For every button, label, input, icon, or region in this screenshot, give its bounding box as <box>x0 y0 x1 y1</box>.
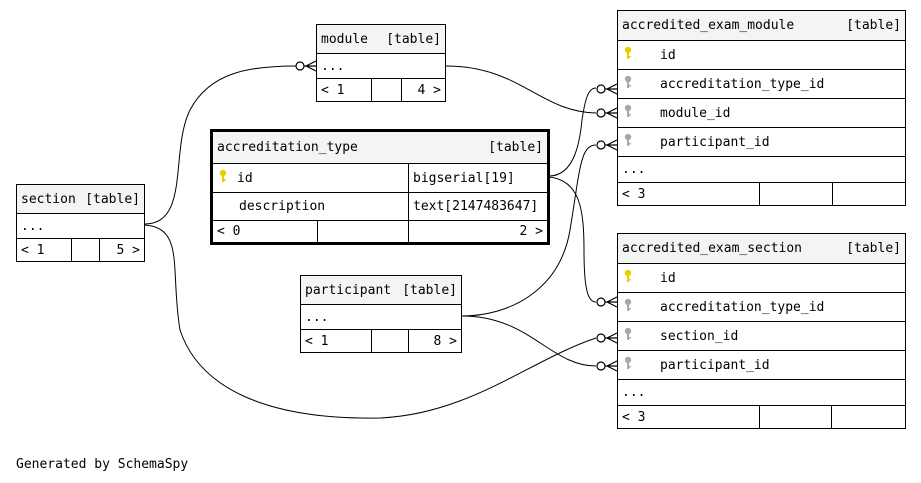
column-row-description: description text[2147483647] <box>213 193 547 221</box>
column-row-id: id <box>618 41 905 70</box>
nav-row: < 0 2 > <box>213 221 547 242</box>
nav-middle <box>72 239 100 261</box>
column-row-participant-id: participant_id <box>618 128 905 157</box>
edge-section-aes-section <box>144 224 597 419</box>
table-kind: [table] <box>402 282 457 298</box>
nav-row: < 1 5 > <box>17 239 144 261</box>
column-name: participant_id <box>660 357 770 373</box>
column-name: accreditation_type_id <box>660 299 825 315</box>
ellipsis: ... <box>321 58 345 74</box>
table-header: accredited_exam_section [table] <box>618 234 905 264</box>
nav-right[interactable]: 4 > <box>417 82 441 98</box>
ellipsis: ... <box>305 309 329 325</box>
column-row-section-id: section_id <box>618 322 905 351</box>
ellipsis-row: ... <box>301 305 461 330</box>
nav-left[interactable]: < 0 <box>213 221 318 242</box>
column-name: id <box>660 270 676 286</box>
nav-row: < 1 4 > <box>317 79 445 101</box>
table-header: section [table] <box>17 185 144 214</box>
ellipsis-row: ... <box>618 157 905 183</box>
table-accreditation-type[interactable]: accreditation_type [table] id bigserial[… <box>210 129 550 245</box>
ellipsis-row: ... <box>317 54 445 79</box>
foreign-key-icon <box>624 298 632 316</box>
table-name: accreditation_type <box>217 140 358 155</box>
edge-participant-aes-participant <box>461 315 597 367</box>
column-name: module_id <box>660 105 731 121</box>
edge-section-module <box>144 65 297 225</box>
nav-left[interactable]: < 3 <box>618 406 760 428</box>
column-name: id <box>660 47 676 63</box>
table-name: accredited_exam_module <box>622 18 795 33</box>
table-section[interactable]: section [table] ... < 1 5 > <box>16 184 145 262</box>
column-name: id <box>237 170 253 186</box>
column-name: section_id <box>660 328 739 344</box>
nav-left[interactable]: < 1 <box>301 330 372 352</box>
nav-middle <box>760 183 833 205</box>
edge-at-aem-at <box>548 87 597 177</box>
column-row-participant-id: participant_id <box>618 351 905 380</box>
ellipsis: ... <box>622 162 646 177</box>
column-row-accreditation-type-id: accreditation_type_id <box>618 293 905 322</box>
table-name: module <box>321 31 368 47</box>
table-header: accredited_exam_module [table] <box>618 11 905 41</box>
table-kind: [table] <box>386 31 441 47</box>
ellipsis: ... <box>622 385 646 400</box>
column-row-id: id bigserial[19] <box>213 164 547 193</box>
column-row-accreditation-type-id: accreditation_type_id <box>618 70 905 99</box>
column-type: bigserial[19] <box>413 170 515 186</box>
ellipsis-row: ... <box>618 380 905 406</box>
foreign-key-icon <box>624 104 632 122</box>
column-type: text[2147483647] <box>413 199 539 214</box>
nav-middle <box>372 330 409 352</box>
table-kind: [table] <box>85 191 140 207</box>
column-name: participant_id <box>660 134 770 150</box>
nav-middle <box>318 221 409 242</box>
foreign-key-icon <box>624 356 632 374</box>
table-name: accredited_exam_section <box>622 241 803 256</box>
table-name: section <box>21 191 76 207</box>
nav-left[interactable]: < 3 <box>618 183 760 205</box>
column-row-id: id <box>618 264 905 293</box>
nav-right[interactable] <box>833 183 905 205</box>
table-header: module [table] <box>317 25 445 54</box>
column-row-module-id: module_id <box>618 99 905 128</box>
table-kind: [table] <box>846 18 901 33</box>
nav-right[interactable]: 8 > <box>433 333 457 349</box>
nav-right[interactable] <box>832 406 905 428</box>
ellipsis-row: ... <box>17 214 144 239</box>
table-module[interactable]: module [table] ... < 1 4 > <box>316 24 446 102</box>
ellipsis: ... <box>21 218 45 234</box>
nav-middle <box>372 79 402 101</box>
nav-row: < 3 <box>618 406 905 428</box>
nav-left[interactable]: < 1 <box>17 239 72 261</box>
table-header: accreditation_type [table] <box>213 132 547 164</box>
table-kind: [table] <box>846 241 901 256</box>
table-accredited-exam-section[interactable]: accredited_exam_section [table] id accre… <box>617 233 906 429</box>
nav-right[interactable]: 5 > <box>116 242 140 258</box>
footer-generated-by: Generated by SchemaSpy <box>16 457 189 472</box>
nav-right[interactable]: 2 > <box>519 224 543 239</box>
table-header: participant [table] <box>301 276 461 305</box>
primary-key-icon <box>624 46 632 64</box>
foreign-key-icon <box>624 133 632 151</box>
foreign-key-icon <box>624 327 632 345</box>
edge-participant-aem-participant <box>461 144 597 317</box>
edge-at-aes-at <box>548 176 597 303</box>
table-name: participant <box>305 282 392 298</box>
table-participant[interactable]: participant [table] ... < 1 8 > <box>300 275 462 353</box>
foreign-key-icon <box>624 75 632 93</box>
nav-middle <box>760 406 832 428</box>
nav-row: < 1 8 > <box>301 330 461 352</box>
nav-row: < 3 <box>618 183 905 205</box>
table-kind: [table] <box>488 140 543 155</box>
table-accredited-exam-module[interactable]: accredited_exam_module [table] id accred… <box>617 10 906 206</box>
primary-key-icon <box>624 269 632 287</box>
edge-module-aem-module <box>445 65 597 114</box>
column-name: description <box>239 199 326 214</box>
nav-left[interactable]: < 1 <box>317 79 372 101</box>
column-name: accreditation_type_id <box>660 76 825 92</box>
primary-key-icon <box>219 169 227 187</box>
